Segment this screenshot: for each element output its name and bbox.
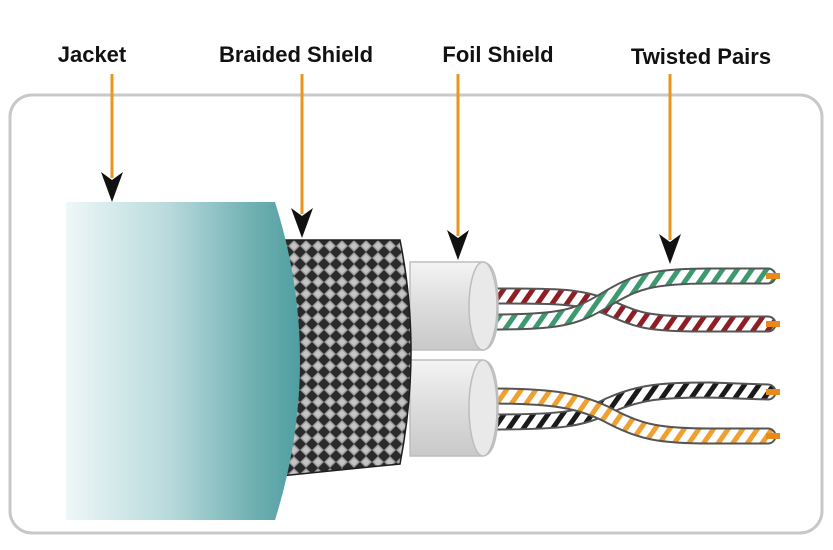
arrowhead-icon <box>447 230 469 260</box>
foil-shield <box>409 261 499 457</box>
arrowhead-icon <box>291 208 313 238</box>
leader-twisted-pairs <box>659 74 681 264</box>
copper-tip <box>766 273 780 279</box>
label-jacket: Jacket <box>58 42 127 67</box>
leader-braided-shield <box>291 74 313 238</box>
arrowhead-icon <box>659 234 681 264</box>
jacket <box>66 202 300 520</box>
leader-jacket <box>101 74 123 202</box>
label-braided-shield: Braided Shield <box>219 42 373 67</box>
copper-tip <box>766 321 780 327</box>
copper-tip <box>766 433 780 439</box>
lower-pair <box>481 381 780 445</box>
upper-pair <box>481 267 780 333</box>
twisted-pairs <box>481 267 780 445</box>
leader-foil-shield <box>447 74 469 260</box>
label-foil-shield: Foil Shield <box>442 42 553 67</box>
copper-tip <box>766 389 780 395</box>
arrowhead-icon <box>101 172 123 202</box>
label-twisted-pairs: Twisted Pairs <box>631 44 771 69</box>
